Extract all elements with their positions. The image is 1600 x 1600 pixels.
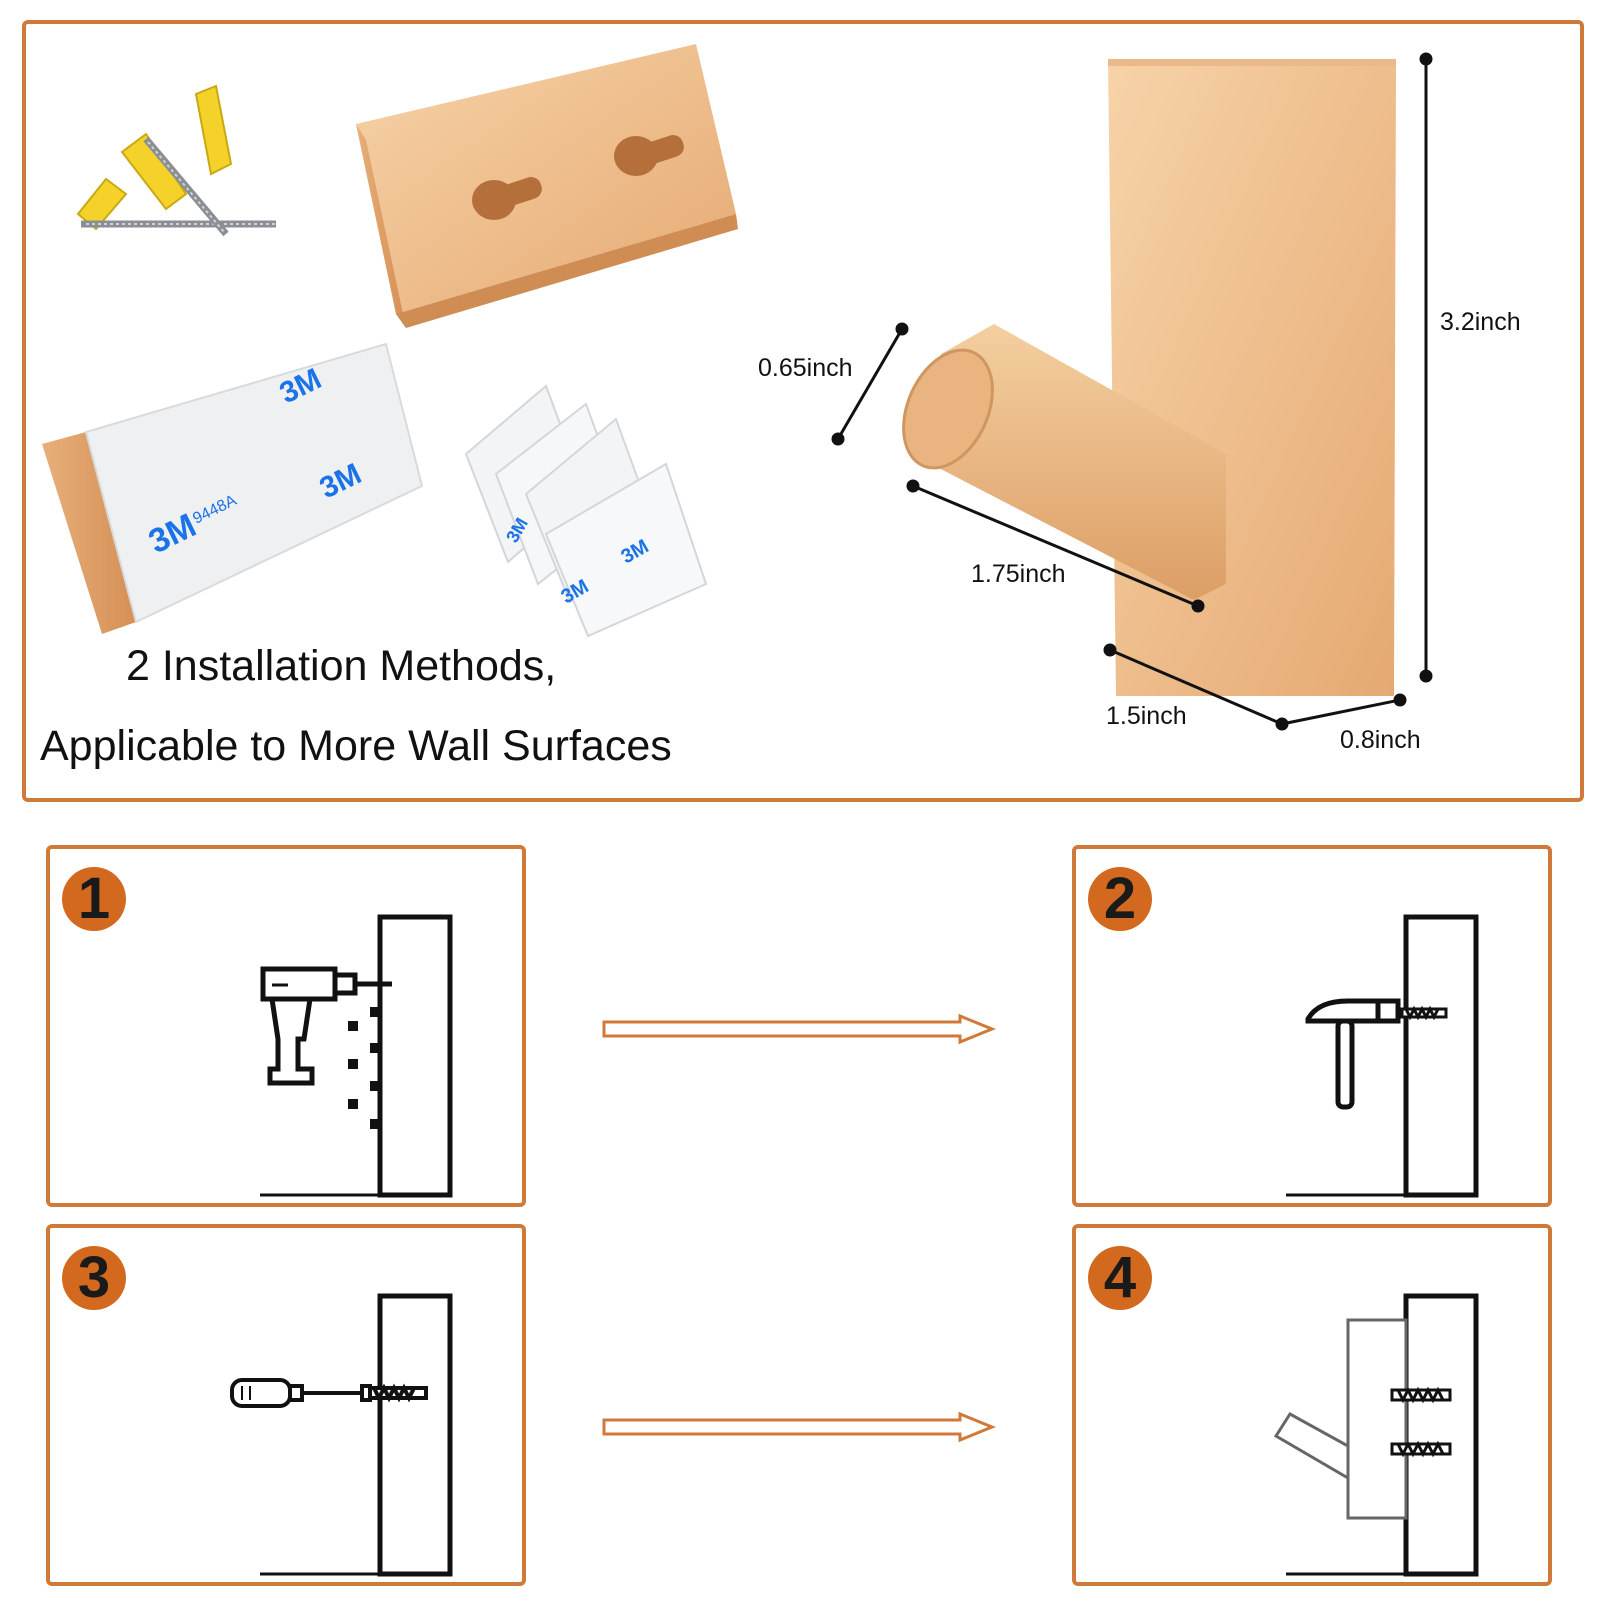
drill-icon	[260, 914, 453, 1198]
tape-strips-icon: 3M 3M 3M	[464, 384, 708, 638]
caption-line-2: Applicable to More Wall Surfaces	[40, 722, 672, 770]
wooden-hook-icon	[902, 59, 1396, 696]
dimension-base-depth: 0.8inch	[1340, 726, 1421, 754]
step-2-panel: 2	[1072, 845, 1552, 1207]
step-1-panel: 1	[46, 845, 526, 1207]
accessories-illustration: 3M 9448A 3M 3M 3M 3M 3M	[42, 44, 1433, 731]
dimension-peg-length: 1.75inch	[971, 560, 1066, 588]
mounting-block-icon	[356, 44, 738, 328]
hammer-icon	[1286, 914, 1479, 1198]
screws-anchors-icon	[76, 84, 276, 237]
step-4-panel: 4	[1072, 1224, 1552, 1586]
step-3-panel: 3	[46, 1224, 526, 1586]
hook-mounted-icon	[1273, 1293, 1479, 1577]
step-number-badge: 4	[1088, 1246, 1152, 1310]
step-number-badge: 2	[1088, 867, 1152, 931]
screwdriver-icon	[230, 1293, 453, 1577]
step-number-badge: 3	[62, 1246, 126, 1310]
dimension-height: 3.2inch	[1440, 308, 1521, 336]
arrow-right-icon	[602, 1411, 996, 1443]
tape-block-icon: 3M 9448A 3M 3M	[42, 342, 424, 634]
arrow-right-icon	[602, 1013, 996, 1045]
product-panel: 3M 9448A 3M 3M 3M 3M 3M	[22, 20, 1584, 802]
dimension-base-width: 1.5inch	[1106, 702, 1187, 730]
step-number-badge: 1	[62, 867, 126, 931]
dimension-peg-diameter: 0.65inch	[758, 354, 853, 382]
dimension-lines	[831, 52, 1433, 731]
caption-line-1: 2 Installation Methods,	[126, 642, 557, 690]
